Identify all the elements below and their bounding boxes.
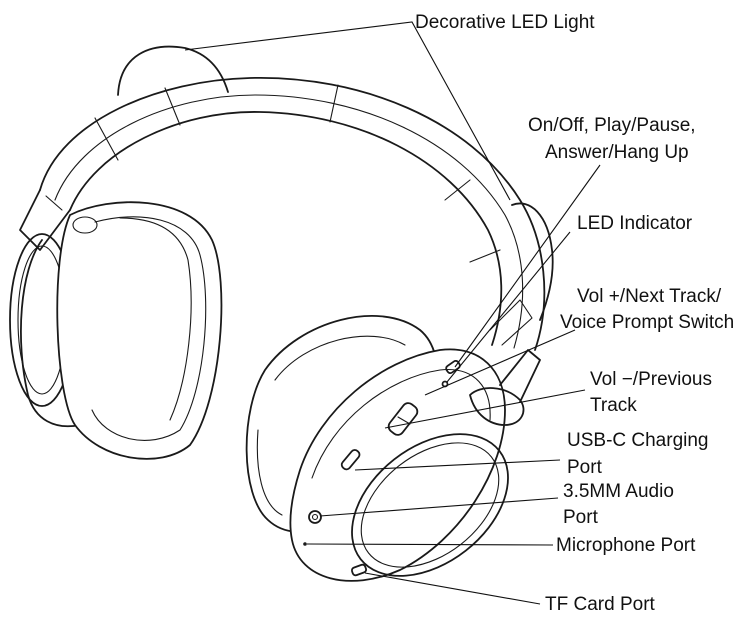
audio-jack bbox=[308, 510, 322, 524]
label-decorative-led: Decorative LED Light bbox=[415, 12, 595, 33]
microphone-hole bbox=[303, 542, 307, 546]
label-vol-plus-line2: Voice Prompt Switch bbox=[560, 312, 735, 333]
right-earcup-plate bbox=[351, 433, 509, 577]
label-microphone: Microphone Port bbox=[556, 535, 696, 556]
right-earcup-shell bbox=[289, 348, 506, 582]
power-button bbox=[445, 359, 461, 375]
right-cat-ear bbox=[511, 202, 554, 321]
label-vol-plus-line1: Vol +/Next Track/ bbox=[577, 286, 722, 307]
leader-audio bbox=[319, 497, 559, 517]
label-tf-card: TF Card Port bbox=[545, 594, 655, 615]
leader-usbc bbox=[354, 459, 561, 471]
leader-led-indicator bbox=[446, 231, 571, 383]
leader-microphone bbox=[306, 543, 554, 546]
label-vol-minus-line2: Track bbox=[590, 395, 637, 416]
label-vol-minus-line1: Vol −/Previous bbox=[590, 369, 712, 390]
left-cushion bbox=[56, 201, 223, 460]
label-usbc-line2: Port bbox=[567, 457, 602, 478]
left-cat-ear bbox=[117, 45, 229, 96]
left-earcup-shell bbox=[20, 239, 81, 428]
tf-card-slot bbox=[350, 563, 368, 577]
leader-vol-minus bbox=[384, 389, 586, 429]
label-usbc-line1: USB-C Charging bbox=[567, 430, 709, 451]
headband-outer bbox=[39, 77, 546, 351]
leader-decorative-led bbox=[184, 21, 511, 201]
leader-tf-card bbox=[364, 572, 541, 605]
leader-onoff bbox=[454, 164, 601, 368]
label-audio-line2: Port bbox=[563, 507, 598, 528]
label-onoff-line1: On/Off, Play/Pause, bbox=[528, 115, 696, 136]
usb-c-port bbox=[340, 449, 361, 471]
headband-inner bbox=[69, 111, 503, 346]
label-onoff-line2: Answer/Hang Up bbox=[545, 142, 689, 163]
leader-vol-plus bbox=[424, 329, 576, 396]
label-led-indicator: LED Indicator bbox=[577, 213, 693, 234]
label-audio-line1: 3.5MM Audio bbox=[563, 481, 674, 502]
